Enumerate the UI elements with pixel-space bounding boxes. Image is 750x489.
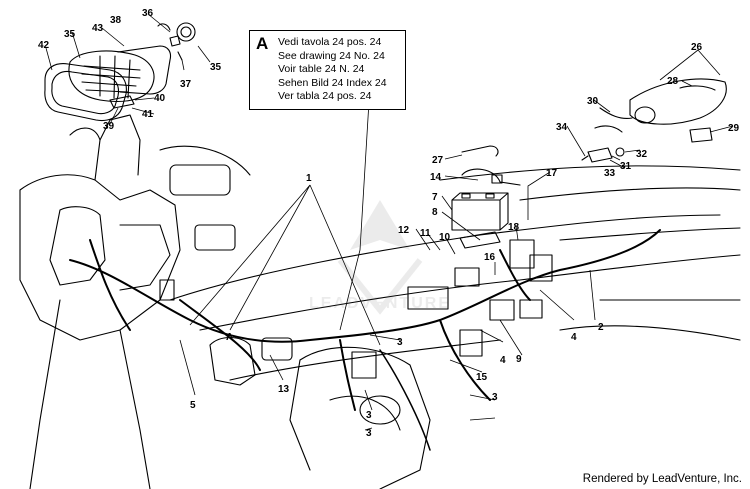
callout-8: 8 bbox=[432, 207, 438, 218]
front-frame bbox=[19, 174, 181, 341]
callout-10: 10 bbox=[439, 232, 451, 243]
note-line-it: Vedi tavola 24 pos. 24 bbox=[278, 36, 382, 48]
callout-38: 38 bbox=[110, 15, 122, 26]
callout-9: 9 bbox=[516, 354, 522, 365]
headlight-lens bbox=[68, 50, 155, 103]
leadventure-watermark: LEADVENTURE bbox=[309, 200, 451, 315]
battery bbox=[451, 192, 509, 231]
callout-11: 11 bbox=[420, 228, 431, 239]
note-lines: Vedi tavola 24 pos. 24 See drawing 24 No… bbox=[278, 36, 387, 104]
headlight-bracket bbox=[117, 45, 172, 95]
callout-42: 42 bbox=[38, 40, 50, 51]
callout-40: 40 bbox=[154, 93, 166, 104]
callout-13: 13 bbox=[278, 384, 290, 395]
callout-2: 2 bbox=[598, 322, 604, 333]
callout-32: 32 bbox=[636, 149, 648, 160]
callout-36: 36 bbox=[142, 8, 154, 19]
callout-3a: 3 bbox=[397, 337, 403, 348]
note-line-de: Sehen Bild 24 Index 24 bbox=[278, 76, 387, 89]
callout-33: 33 bbox=[604, 168, 616, 179]
callout-35a: 35 bbox=[64, 29, 76, 40]
callout-28: 28 bbox=[667, 76, 679, 87]
note-letter: A bbox=[256, 34, 269, 53]
headlight-rim bbox=[44, 63, 127, 122]
tail-light bbox=[629, 78, 727, 125]
watermark-text: LEADVENTURE bbox=[309, 295, 451, 312]
render-credit: Rendered by LeadVenture, Inc. bbox=[582, 473, 742, 485]
callout-16: 16 bbox=[484, 252, 496, 263]
callout-34: 34 bbox=[556, 122, 568, 133]
note-line-fr: Voir table 24 N. 24 bbox=[278, 63, 365, 76]
callout-39: 39 bbox=[103, 121, 115, 132]
callout-43: 43 bbox=[92, 23, 104, 34]
callout-7: 7 bbox=[432, 192, 438, 203]
fork-tube-left bbox=[29, 299, 61, 489]
engine-block bbox=[289, 346, 431, 489]
note-line-es: Ver tabla 24 pos. 24 bbox=[278, 90, 372, 103]
callout-5: 5 bbox=[190, 400, 196, 411]
callout-3b: 3 bbox=[492, 392, 498, 403]
note-line-en: See drawing 24 No. 24 bbox=[278, 49, 385, 62]
callout-29: 29 bbox=[728, 123, 740, 134]
callout-37: 37 bbox=[180, 79, 192, 90]
callout-1: 1 bbox=[306, 173, 312, 184]
callout-17: 17 bbox=[546, 168, 558, 179]
callout-14: 14 bbox=[430, 172, 442, 183]
callout-18: 18 bbox=[508, 222, 520, 233]
callout-4a: 4 bbox=[571, 332, 577, 343]
callout-31: 31 bbox=[620, 161, 632, 172]
callout-26: 26 bbox=[691, 42, 703, 53]
callout-3d: 3 bbox=[366, 428, 372, 439]
callout-30: 30 bbox=[587, 96, 599, 107]
callout-4b: 4 bbox=[500, 355, 506, 366]
callout-27: 27 bbox=[432, 155, 444, 166]
reference-note: A Vedi tavola 24 pos. 24 See drawing 24 … bbox=[249, 30, 406, 110]
relay-box bbox=[454, 267, 480, 287]
fork-tube-right bbox=[119, 329, 151, 489]
callout-12: 12 bbox=[398, 225, 410, 236]
callout-35b: 35 bbox=[210, 62, 222, 73]
callout-41: 41 bbox=[142, 109, 154, 120]
wiring-harness bbox=[69, 229, 661, 343]
callout-15: 15 bbox=[476, 372, 488, 383]
callout-A: A bbox=[226, 332, 233, 343]
callout-3c: 3 bbox=[366, 410, 372, 421]
